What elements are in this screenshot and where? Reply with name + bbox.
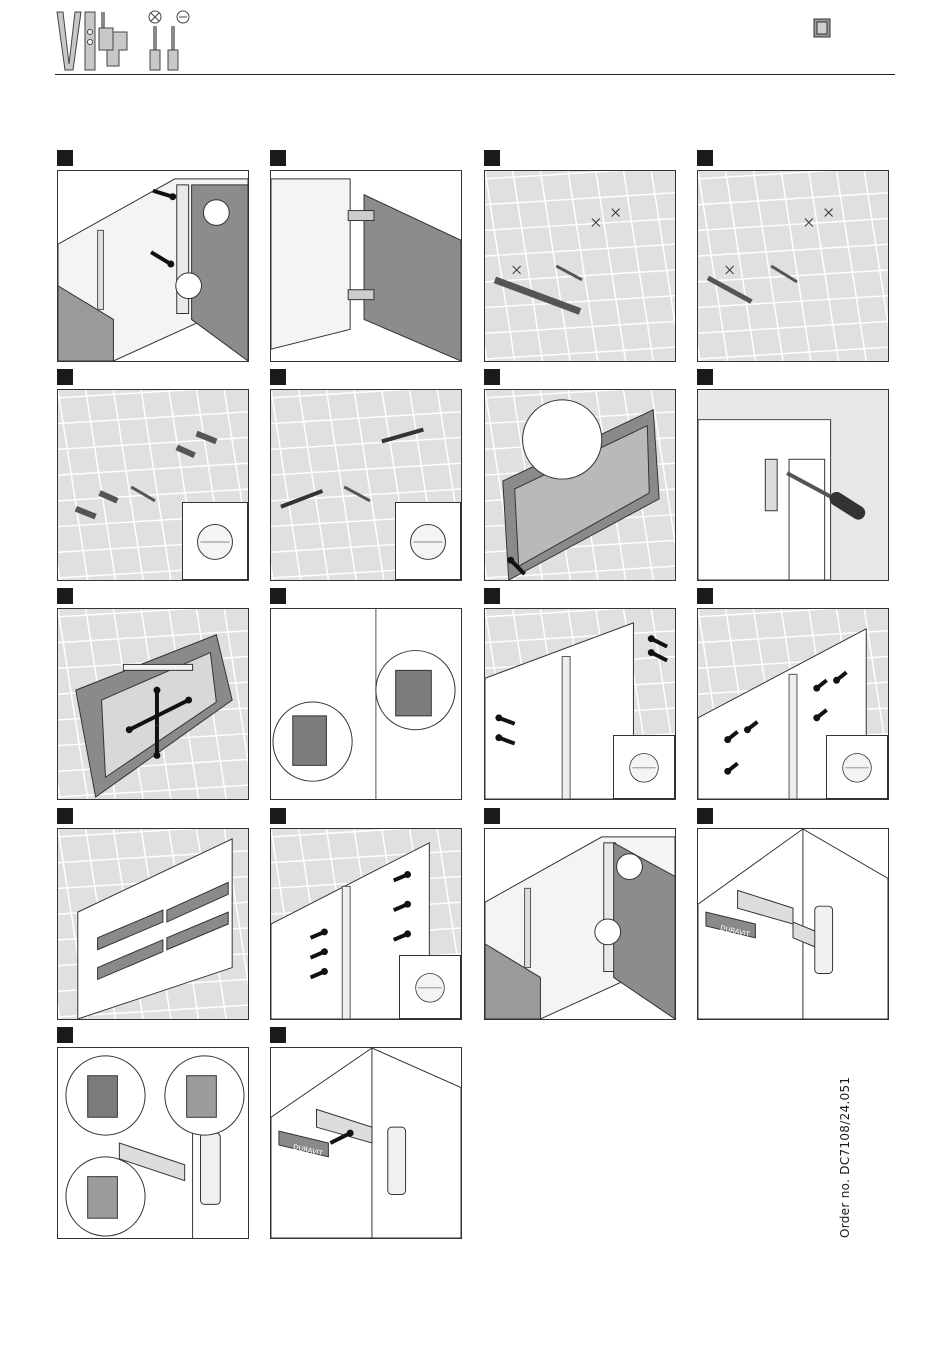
step-08-illustration [697, 389, 889, 581]
step-06-illustration [270, 389, 462, 581]
step-10-illustration [270, 608, 462, 800]
step-18-number-badge [270, 1027, 286, 1043]
step-15-drawing [485, 829, 675, 1019]
step-11-detail-drawing [614, 736, 674, 798]
step-07-drawing [485, 390, 675, 580]
step-14-detail-drawing [400, 956, 460, 1018]
screwdriver-phillips-icon [149, 11, 161, 70]
step-04-drawing [698, 171, 888, 361]
step-05-illustration [57, 389, 249, 581]
step-03-number-badge [484, 150, 500, 166]
step-18-illustration: DURAVIT [270, 1047, 462, 1239]
step-07-illustration [484, 389, 676, 581]
step-11-number-badge [484, 588, 500, 604]
step-10-number-badge [270, 588, 286, 604]
header [55, 8, 895, 78]
step-07-number-badge [484, 369, 500, 385]
step-12-detail-inset [826, 735, 888, 799]
step-02-drawing [271, 171, 461, 361]
step-08-drawing [698, 390, 888, 580]
cabinet-icon [813, 18, 831, 38]
step-15-number-badge [484, 808, 500, 824]
step-08-number-badge [697, 369, 713, 385]
step-02-number-badge [270, 150, 286, 166]
step-06-detail-drawing [396, 503, 460, 579]
step-09-number-badge [57, 588, 73, 604]
step-04-illustration [697, 170, 889, 362]
step-11-illustration [484, 608, 676, 800]
step-18-drawing: DURAVIT [271, 1048, 461, 1238]
step-13-number-badge [57, 808, 73, 824]
step-12-illustration [697, 608, 889, 800]
step-05-number-badge [57, 369, 73, 385]
step-14-illustration [270, 828, 462, 1020]
step-13-drawing [58, 829, 248, 1019]
step-17-drawing [58, 1048, 248, 1238]
step-13-illustration [57, 828, 249, 1020]
step-01-illustration [57, 170, 249, 362]
step-06-number-badge [270, 369, 286, 385]
step-05-detail-inset [182, 502, 248, 580]
step-02-illustration [270, 170, 462, 362]
step-09-illustration [57, 608, 249, 800]
step-05-detail-drawing [183, 503, 247, 579]
spirit-level-icon [57, 12, 81, 70]
step-16-number-badge [697, 808, 713, 824]
step-12-number-badge [697, 588, 713, 604]
step-16-drawing: DURAVIT [698, 829, 888, 1019]
step-03-illustration [484, 170, 676, 362]
step-15-illustration [484, 828, 676, 1020]
step-16-illustration: DURAVIT [697, 828, 889, 1020]
step-01-number-badge [57, 150, 73, 166]
order-number: Order no. DC7108/24.051 [838, 998, 856, 1238]
step-10-drawing [271, 609, 461, 799]
step-14-detail-inset [399, 955, 461, 1019]
step-14-number-badge [270, 808, 286, 824]
step-17-illustration [57, 1047, 249, 1239]
drill-icon [99, 12, 127, 66]
screwdriver-flat-icon [168, 11, 189, 70]
step-04-number-badge [697, 150, 713, 166]
step-17-number-badge [57, 1027, 73, 1043]
step-03-drawing [485, 171, 675, 361]
step-11-detail-inset [613, 735, 675, 799]
header-divider [55, 74, 895, 75]
tool-icons [55, 8, 205, 72]
step-01-drawing [58, 171, 248, 361]
step-09-drawing [58, 609, 248, 799]
step-06-detail-inset [395, 502, 461, 580]
step-12-detail-drawing [827, 736, 887, 798]
level-bar-icon [85, 12, 95, 70]
